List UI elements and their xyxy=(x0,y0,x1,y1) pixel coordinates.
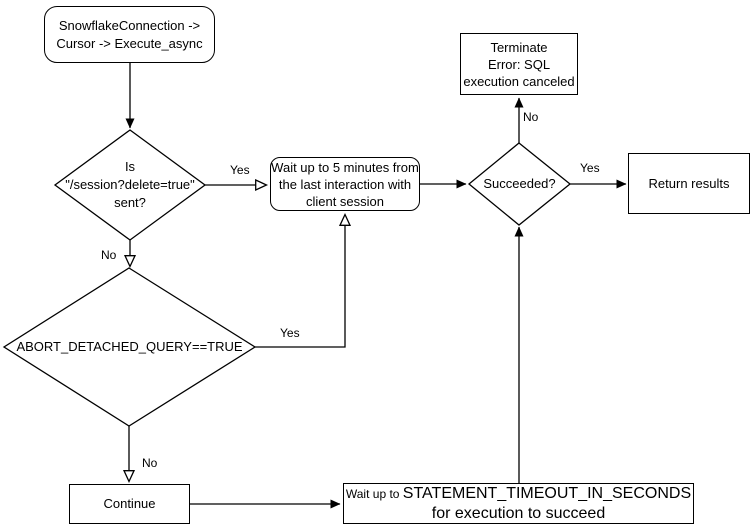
continue-text: Continue xyxy=(103,496,156,511)
edge-label-session-yes: Yes xyxy=(228,163,252,177)
wait-five-minutes-line: the last interaction with xyxy=(278,176,412,192)
session-decision-diamond xyxy=(53,129,207,241)
edge-label-succeeded-yes: Yes xyxy=(578,161,602,175)
terminate-node: Terminate Error: SQL execution canceled xyxy=(460,33,578,95)
wait-five-minutes-line: Wait up to 5 minutes from xyxy=(271,159,419,175)
abort-decision-diamond xyxy=(2,267,257,427)
wait-five-minutes-line: client session xyxy=(305,193,385,209)
terminate-line: Terminate xyxy=(490,39,548,55)
succeeded-decision-diamond xyxy=(467,142,572,226)
start-node-line: SnowflakeConnection -> xyxy=(58,17,201,33)
edge-label-succeeded-no: No xyxy=(521,110,541,124)
return-results-text: Return results xyxy=(648,175,730,191)
terminate-line: Error: SQL xyxy=(487,56,551,72)
edge-label-abort-no: No xyxy=(140,456,160,470)
edge-abort-yes-to-wait5 xyxy=(255,212,352,348)
wait-five-minutes-node: Wait up to 5 minutes from the last inter… xyxy=(270,157,420,211)
start-node: SnowflakeConnection -> Cursor -> Execute… xyxy=(44,6,215,63)
edge-label-session-no: No xyxy=(99,248,119,262)
start-node-line: Cursor -> Execute_async xyxy=(56,35,203,51)
terminate-line: execution canceled xyxy=(463,73,575,89)
continue-node: Continue xyxy=(69,484,190,524)
return-results-node: Return results xyxy=(628,153,750,214)
wait-statement-timeout-main: STATEMENT_TIMEOUT_IN_SECONDS for executi… xyxy=(402,484,692,522)
wait-statement-timeout-node: Wait up to STATEMENT_TIMEOUT_IN_SECONDS … xyxy=(343,483,694,524)
wait-statement-timeout-text: Wait up to STATEMENT_TIMEOUT_IN_SECONDS … xyxy=(344,484,693,524)
edge-label-abort-yes: Yes xyxy=(278,326,302,340)
wait-statement-timeout-prefix: Wait up to xyxy=(345,486,403,501)
